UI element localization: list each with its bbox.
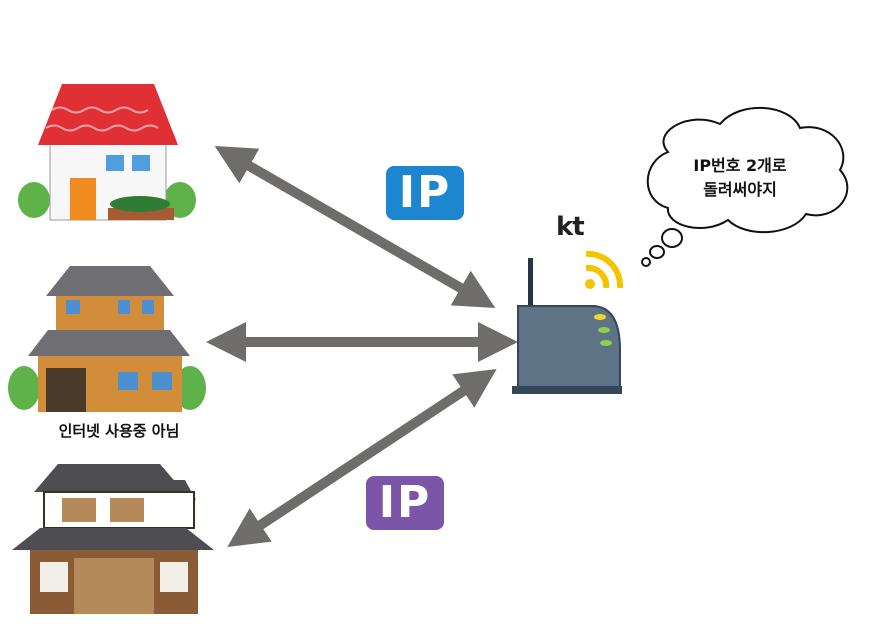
house-caption: 인터넷 사용중 아님 [58, 422, 180, 440]
arrow-house3-router [227, 368, 497, 548]
ip-badge-blue: IP [386, 166, 464, 220]
arrow-house1-router [214, 146, 496, 308]
thought-bubble-line2: 돌려써야지 [703, 180, 777, 199]
wifi-signal-icon [585, 250, 624, 289]
thought-bubble-line1: IP번호 2개로 [693, 156, 787, 175]
router-icon [512, 258, 622, 394]
kt-logo: kt [556, 212, 585, 242]
traditional-house-icon [12, 464, 214, 614]
ip-badge-purple: IP [366, 476, 444, 530]
two-story-house-icon [8, 266, 206, 412]
thought-bubble [641, 106, 849, 267]
modern-house-icon [18, 84, 196, 221]
